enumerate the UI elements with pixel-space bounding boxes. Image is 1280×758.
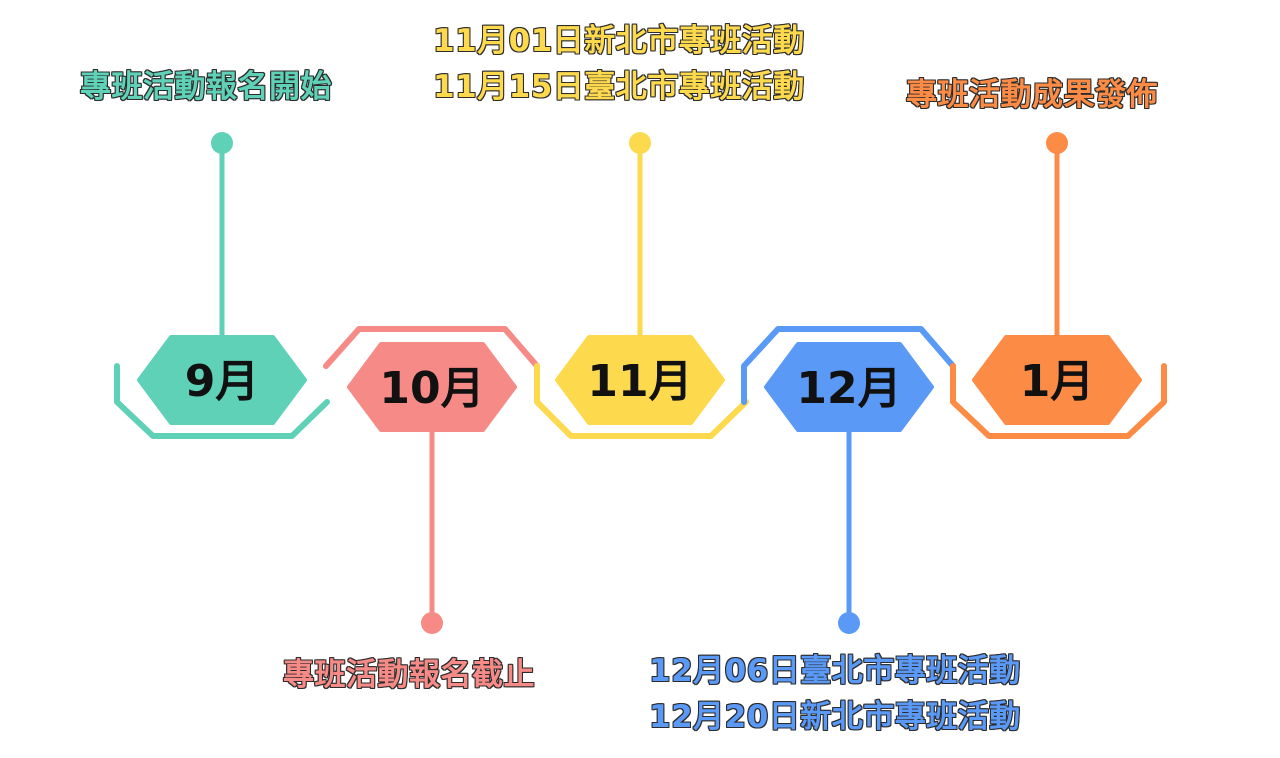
month-node-sep	[137, 335, 307, 425]
connector-dot-dec	[838, 612, 860, 634]
note-line: 專班活動報名開始	[80, 69, 332, 105]
connector-dot-oct	[421, 612, 443, 634]
timeline-frames	[114, 326, 1167, 439]
note-november: 11月01日新北市專班活動 11月15日臺北市專班活動	[433, 18, 805, 110]
frame-bracket-jan	[950, 363, 1167, 439]
connector-dot-jan	[1046, 132, 1068, 154]
timeline-connectors	[211, 132, 1068, 634]
connector-dot-nov	[629, 132, 651, 154]
month-node-oct	[347, 342, 517, 432]
month-node-dec	[764, 342, 934, 432]
frame-bracket-nov	[534, 363, 749, 439]
month-node-jan	[972, 335, 1142, 425]
frame-bracket-dec	[741, 326, 956, 405]
month-label-dec: 12月	[796, 363, 901, 414]
month-label-oct: 10月	[379, 363, 484, 414]
connector-dot-sep	[211, 132, 233, 154]
note-line: 12月06日臺北市專班活動	[649, 653, 1021, 689]
frame-bracket-oct	[323, 326, 540, 369]
note-october: 專班活動報名截止	[283, 652, 535, 698]
note-january: 專班活動成果發佈	[906, 72, 1158, 118]
month-label-sep: 9月	[185, 356, 260, 407]
note-september: 專班活動報名開始	[80, 64, 332, 110]
note-line: 11月01日新北市專班活動	[433, 23, 805, 59]
note-line: 專班活動報名截止	[283, 657, 535, 693]
frame-bracket-sep	[114, 363, 330, 439]
month-label-nov: 11月	[587, 356, 692, 407]
note-line: 專班活動成果發佈	[906, 77, 1158, 113]
note-line: 11月15日臺北市專班活動	[433, 69, 805, 105]
timeline-nodes: 9月 10月 11月 12月 1月	[137, 335, 1142, 432]
month-node-nov	[555, 335, 725, 425]
note-line: 12月20日新北市專班活動	[649, 699, 1021, 735]
note-december: 12月06日臺北市專班活動 12月20日新北市專班活動	[649, 648, 1021, 740]
month-label-jan: 1月	[1020, 356, 1095, 407]
